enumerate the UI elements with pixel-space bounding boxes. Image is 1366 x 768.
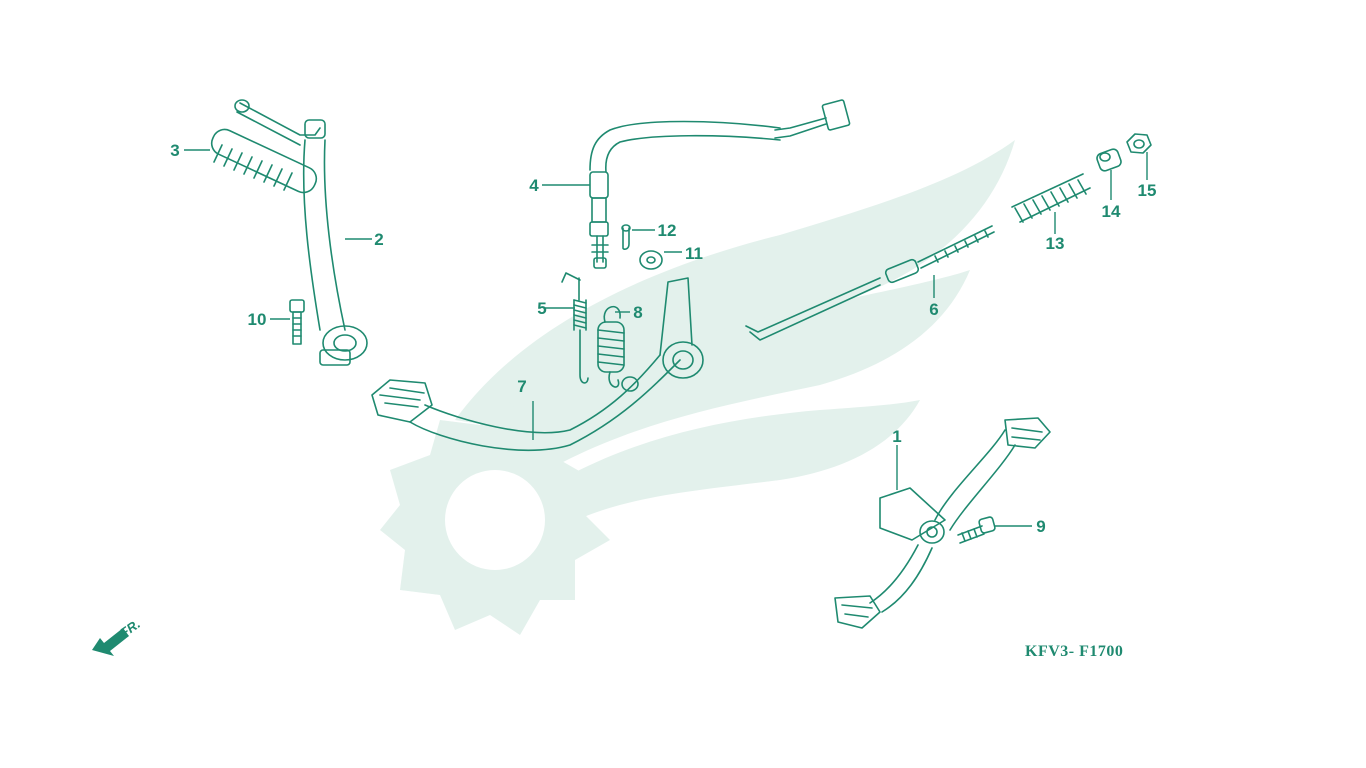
wing-lower — [490, 400, 920, 580]
callout-7: 7 — [517, 377, 526, 396]
adjusting-nut — [1126, 133, 1152, 154]
main-step — [834, 417, 1051, 629]
callout-11: 11 — [685, 244, 703, 263]
callout-1: 1 — [892, 427, 901, 446]
gear-hole — [445, 470, 545, 570]
kick-starter-arm — [234, 99, 368, 366]
brake-rod — [745, 225, 995, 341]
stop-switch — [589, 99, 851, 269]
return-spring — [561, 272, 589, 384]
callout-10: 10 — [248, 310, 267, 329]
callout-8: 8 — [633, 303, 642, 322]
brake-joint — [1096, 148, 1122, 172]
kick-grip — [210, 128, 318, 194]
leader-lines — [184, 149, 1148, 527]
cotter-pin — [621, 224, 631, 250]
callout-12: 12 — [658, 221, 677, 240]
bolt-9 — [957, 516, 996, 544]
callout-5: 5 — [537, 299, 546, 318]
front-direction-arrow — [92, 628, 129, 656]
callout-2: 2 — [374, 230, 383, 249]
wing-upper — [455, 140, 1015, 430]
diagram-code: KFV3- F1700 — [1025, 643, 1123, 660]
brake-spring — [597, 306, 625, 388]
parts-group — [92, 99, 1152, 656]
wing-middle — [470, 270, 970, 500]
callout-13: 13 — [1046, 234, 1065, 253]
washer — [639, 250, 663, 270]
callout-3: 3 — [170, 141, 179, 160]
bolt-10 — [289, 299, 305, 345]
callout-14: 14 — [1102, 202, 1121, 221]
callout-9: 9 — [1036, 517, 1045, 536]
watermark-logo — [380, 140, 1015, 635]
callout-15: 15 — [1138, 181, 1157, 200]
brake-pedal — [371, 277, 704, 451]
rod-spring — [1011, 173, 1091, 223]
callout-6: 6 — [929, 300, 938, 319]
callout-4: 4 — [529, 176, 539, 195]
